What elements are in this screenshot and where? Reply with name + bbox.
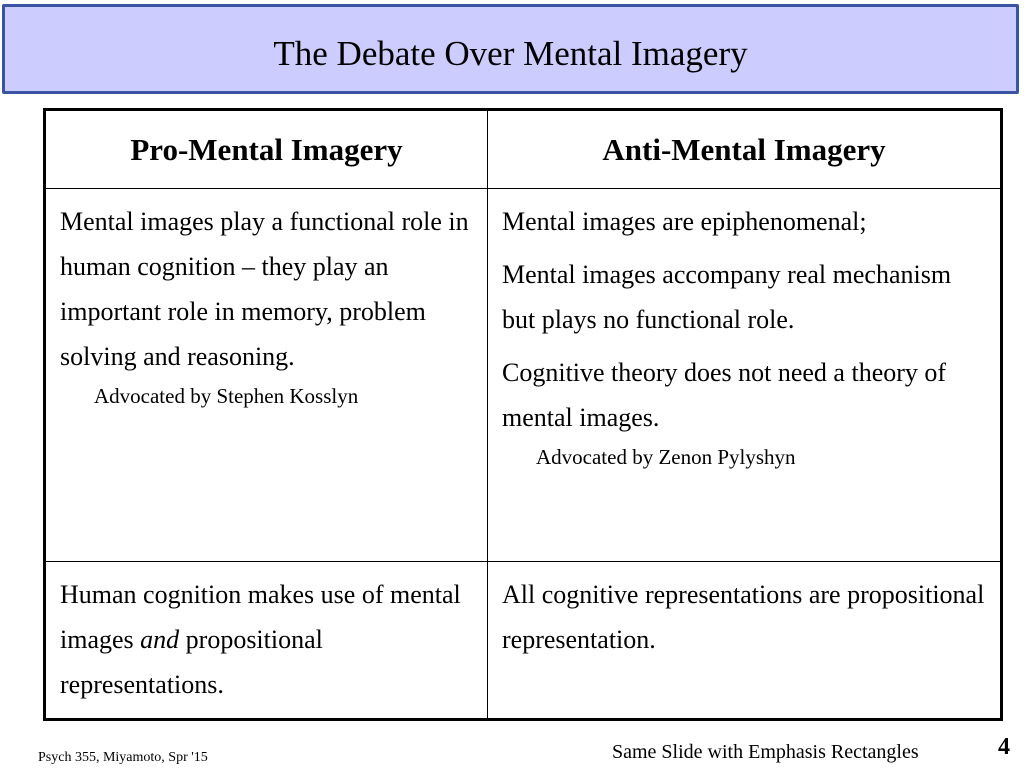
anti-paragraph-3: Cognitive theory does not need a theory … xyxy=(502,358,947,432)
anti-paragraph-1: Mental images are epiphenomenal; xyxy=(502,207,867,236)
pro-cell-functional: Mental images play a functional role in … xyxy=(44,188,488,562)
anti-paragraph-2: Mental images accompany real mechanism b… xyxy=(502,260,952,334)
pro-rep-before: Human cognition makes use of mental imag… xyxy=(60,580,461,654)
title-bar: The Debate Over Mental Imagery xyxy=(2,4,1019,94)
pro-advocate: Advocated by Stephen Kosslyn xyxy=(94,384,359,408)
pro-rep-emphasis: and xyxy=(140,625,180,654)
footer-course-label: Psych 355, Miyamoto, Spr '15 xyxy=(38,750,208,765)
page-number: 4 xyxy=(998,734,1010,760)
table-row: Mental images play a functional role in … xyxy=(44,188,1002,562)
anti-representations-text: All cognitive representations are propos… xyxy=(502,580,985,654)
footer-note: Same Slide with Emphasis Rectangles xyxy=(612,741,919,763)
pro-rep-after: propositional representations. xyxy=(60,625,323,699)
anti-cell-epiphenomenal: Mental images are epiphenomenal; Mental … xyxy=(487,188,1002,562)
pro-representations-text: Human cognition makes use of mental imag… xyxy=(60,572,477,707)
header-row: Pro-Mental Imagery Anti-Mental Imagery xyxy=(44,109,1002,189)
anti-cell-representations: All cognitive representations are propos… xyxy=(487,561,1002,720)
slide-title: The Debate Over Mental Imagery xyxy=(273,34,748,73)
debate-table: Pro-Mental Imagery Anti-Mental Imagery M… xyxy=(43,108,1003,721)
table-row: Human cognition makes use of mental imag… xyxy=(44,561,1002,720)
header-pro: Pro-Mental Imagery xyxy=(44,109,488,189)
header-anti: Anti-Mental Imagery xyxy=(487,109,1002,189)
pro-cell-representations: Human cognition makes use of mental imag… xyxy=(44,561,488,720)
pro-functional-text: Mental images play a functional role in … xyxy=(60,207,469,371)
anti-advocate: Advocated by Zenon Pylyshyn xyxy=(536,445,796,469)
